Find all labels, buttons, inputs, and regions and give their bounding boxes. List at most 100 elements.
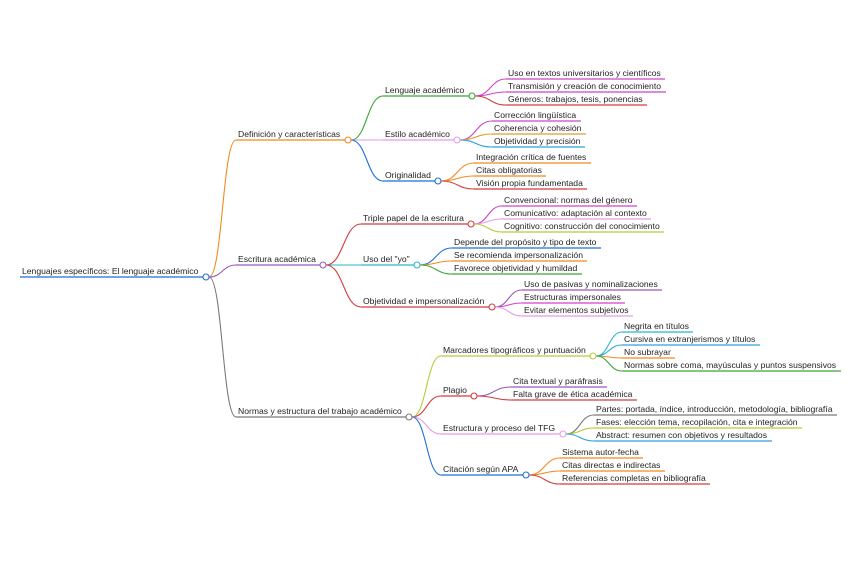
subbranch-3-4-expand-toggle[interactable] xyxy=(522,471,530,479)
leaf-1-3-3[interactable]: Visión propia fundamentada xyxy=(474,178,587,190)
leaf-3-3-1-label: Partes: portada, índice, introducción, m… xyxy=(596,404,833,414)
leaf-2-1-3[interactable]: Cognitivo: construcción del conocimiento xyxy=(502,221,664,233)
leaf-1-2-3-label: Objetividad y precisión xyxy=(494,136,581,146)
leaf-3-1-1[interactable]: Negrita en títulos xyxy=(622,321,693,333)
leaf-2-2-3-label: Favorece objetividad y humildad xyxy=(454,263,577,273)
subbranch-3-1-label: Marcadores tipográficos y puntuación xyxy=(443,345,586,355)
connector-2-3-2 xyxy=(528,474,561,485)
subbranch-3-4[interactable]: Citación según APA xyxy=(441,464,530,479)
leaf-3-3-2[interactable]: Fases: elección tema, recopilación, cita… xyxy=(594,417,802,429)
leaf-3-3-2-label: Fases: elección tema, recopilación, cita… xyxy=(596,417,798,427)
leaf-1-3-1[interactable]: Integración crítica de fuentes xyxy=(474,152,591,164)
subbranch-3-1-expand-toggle[interactable] xyxy=(589,352,597,360)
leaf-3-2-2-label: Falta grave de ética académica xyxy=(513,389,633,399)
leaf-2-1-1[interactable]: Convencional: normas del género xyxy=(502,195,637,207)
node-layer: Lenguajes específicos: El lenguaje acadé… xyxy=(20,68,841,485)
subbranch-3-3-label: Estructura y proceso del TFG xyxy=(443,423,555,433)
subbranch-1-3[interactable]: Originalidad xyxy=(383,170,442,185)
root-node-expand-toggle[interactable] xyxy=(202,273,210,281)
leaf-2-3-1-label: Uso de pasivas y nominalizaciones xyxy=(524,279,658,289)
subbranch-3-3-expand-toggle[interactable] xyxy=(559,430,567,438)
connector-2-2-2 xyxy=(565,433,595,442)
leaf-1-1-3[interactable]: Géneros: trabajos, tesis, ponencias xyxy=(506,94,647,106)
leaf-1-1-1[interactable]: Uso en textos universitarios y científic… xyxy=(506,68,665,80)
subbranch-1-1[interactable]: Lenguaje académico xyxy=(383,85,476,100)
connector-0-0 xyxy=(350,95,384,141)
leaf-3-1-2-label: Cursiva en extranjerismos y títulos xyxy=(624,334,755,344)
leaf-3-4-1[interactable]: Sistema autor-fecha xyxy=(560,447,643,459)
branch-2-expand-toggle[interactable] xyxy=(319,261,327,269)
subbranch-2-1[interactable]: Triple papel de la escritura xyxy=(361,213,475,228)
connector-1-2-2 xyxy=(494,306,523,317)
leaf-2-2-1-label: Depende del propósito y tipo de texto xyxy=(454,237,597,247)
connector-1-0 xyxy=(325,223,362,266)
leaf-2-2-3[interactable]: Favorece objetividad y humildad xyxy=(452,263,582,275)
leaf-1-2-3[interactable]: Objetividad y precisión xyxy=(492,136,585,148)
connector-root-2 xyxy=(208,276,237,418)
leaf-1-2-1-label: Corrección lingüística xyxy=(494,110,576,120)
leaf-3-1-4-label: Normas sobre coma, mayúsculas y puntos s… xyxy=(624,360,836,370)
subbranch-1-2-expand-toggle[interactable] xyxy=(453,136,461,144)
leaf-2-2-2[interactable]: Se recomienda impersonalización xyxy=(452,250,587,262)
leaf-3-3-3[interactable]: Abstract: resumen con objetivos y result… xyxy=(594,430,772,442)
leaf-1-1-2[interactable]: Transmisión y creación de conocimiento xyxy=(506,81,666,93)
leaf-3-1-3[interactable]: No subrayar xyxy=(622,347,675,359)
connector-1-1-1 xyxy=(419,260,453,266)
subbranch-3-2[interactable]: Plagio xyxy=(441,385,478,400)
root-node-label: Lenguajes específicos: El lenguaje acadé… xyxy=(22,266,199,276)
leaf-1-3-3-label: Visión propia fundamentada xyxy=(476,178,583,188)
subbranch-2-3-label: Objetividad e impersonalización xyxy=(363,296,485,306)
connector-0-2 xyxy=(350,139,384,182)
subbranch-1-2[interactable]: Estilo académico xyxy=(383,129,461,144)
leaf-1-3-2[interactable]: Citas obligatorias xyxy=(474,165,546,177)
leaf-1-1-2-label: Transmisión y creación de conocimiento xyxy=(508,81,661,91)
leaf-3-4-3[interactable]: Referencias completas en bibliografía xyxy=(560,473,710,485)
leaf-2-3-2[interactable]: Estructuras impersonales xyxy=(522,292,625,304)
subbranch-3-3[interactable]: Estructura y proceso del TFG xyxy=(441,423,567,438)
leaf-3-3-1[interactable]: Partes: portada, índice, introducción, m… xyxy=(594,404,837,416)
root-node[interactable]: Lenguajes específicos: El lenguaje acadé… xyxy=(20,266,210,281)
branch-2[interactable]: Escritura académica xyxy=(236,254,327,269)
subbranch-2-2[interactable]: Uso del "yo" xyxy=(361,254,421,269)
subbranch-2-3-expand-toggle[interactable] xyxy=(488,303,496,311)
connector-2-3 xyxy=(411,416,442,476)
subbranch-3-1[interactable]: Marcadores tipográficos y puntuación xyxy=(441,345,597,360)
leaf-1-3-1-label: Integración crítica de fuentes xyxy=(476,152,586,162)
leaf-3-2-2[interactable]: Falta grave de ética académica xyxy=(511,389,637,401)
subbranch-1-3-expand-toggle[interactable] xyxy=(434,177,442,185)
branch-1[interactable]: Definición y características xyxy=(236,129,352,144)
connector-2-1-0 xyxy=(476,386,512,397)
leaf-2-1-2[interactable]: Comunicativo: adaptación al contexto xyxy=(502,208,651,220)
leaf-1-2-1[interactable]: Corrección lingüística xyxy=(492,110,581,122)
subbranch-2-2-label: Uso del "yo" xyxy=(363,254,410,264)
branch-3[interactable]: Normas y estructura del trabajo académic… xyxy=(236,406,413,421)
leaf-2-3-1[interactable]: Uso de pasivas y nominalizaciones xyxy=(522,279,662,291)
leaf-3-4-2[interactable]: Citas directas e indirectas xyxy=(560,460,665,472)
connector-1-2-1 xyxy=(494,302,523,308)
leaf-2-2-2-label: Se recomienda impersonalización xyxy=(454,250,583,260)
branch-3-expand-toggle[interactable] xyxy=(405,413,413,421)
subbranch-2-2-expand-toggle[interactable] xyxy=(413,261,421,269)
connector-0-0-2 xyxy=(474,95,507,106)
leaf-2-3-3[interactable]: Evitar elementos subjetivos xyxy=(522,305,633,317)
connector-0-0-1 xyxy=(474,91,507,97)
leaf-3-2-1[interactable]: Cita textual y paráfrasis xyxy=(511,376,607,388)
leaf-3-1-2[interactable]: Cursiva en extranjerismos y títulos xyxy=(622,334,760,346)
leaf-1-3-2-label: Citas obligatorias xyxy=(476,165,542,175)
leaf-3-1-4[interactable]: Normas sobre coma, mayúsculas y puntos s… xyxy=(622,360,841,372)
subbranch-2-3[interactable]: Objetividad e impersonalización xyxy=(361,296,496,311)
branch-3-label: Normas y estructura del trabajo académic… xyxy=(238,406,402,416)
branch-1-expand-toggle[interactable] xyxy=(344,136,352,144)
leaf-3-4-2-label: Citas directas e indirectas xyxy=(562,460,660,470)
leaf-1-2-2[interactable]: Coherencia y cohesión xyxy=(492,123,586,135)
subbranch-2-1-expand-toggle[interactable] xyxy=(467,220,475,228)
connector-0-2-2 xyxy=(440,180,475,190)
connector-2-0-3 xyxy=(595,355,623,372)
leaf-3-1-1-label: Negrita en títulos xyxy=(624,321,689,331)
subbranch-3-2-expand-toggle[interactable] xyxy=(470,392,478,400)
leaf-3-3-3-label: Abstract: resumen con objetivos y result… xyxy=(596,430,767,440)
subbranch-3-2-label: Plagio xyxy=(443,385,467,395)
leaf-2-2-1[interactable]: Depende del propósito y tipo de texto xyxy=(452,237,601,249)
subbranch-1-1-expand-toggle[interactable] xyxy=(468,92,476,100)
